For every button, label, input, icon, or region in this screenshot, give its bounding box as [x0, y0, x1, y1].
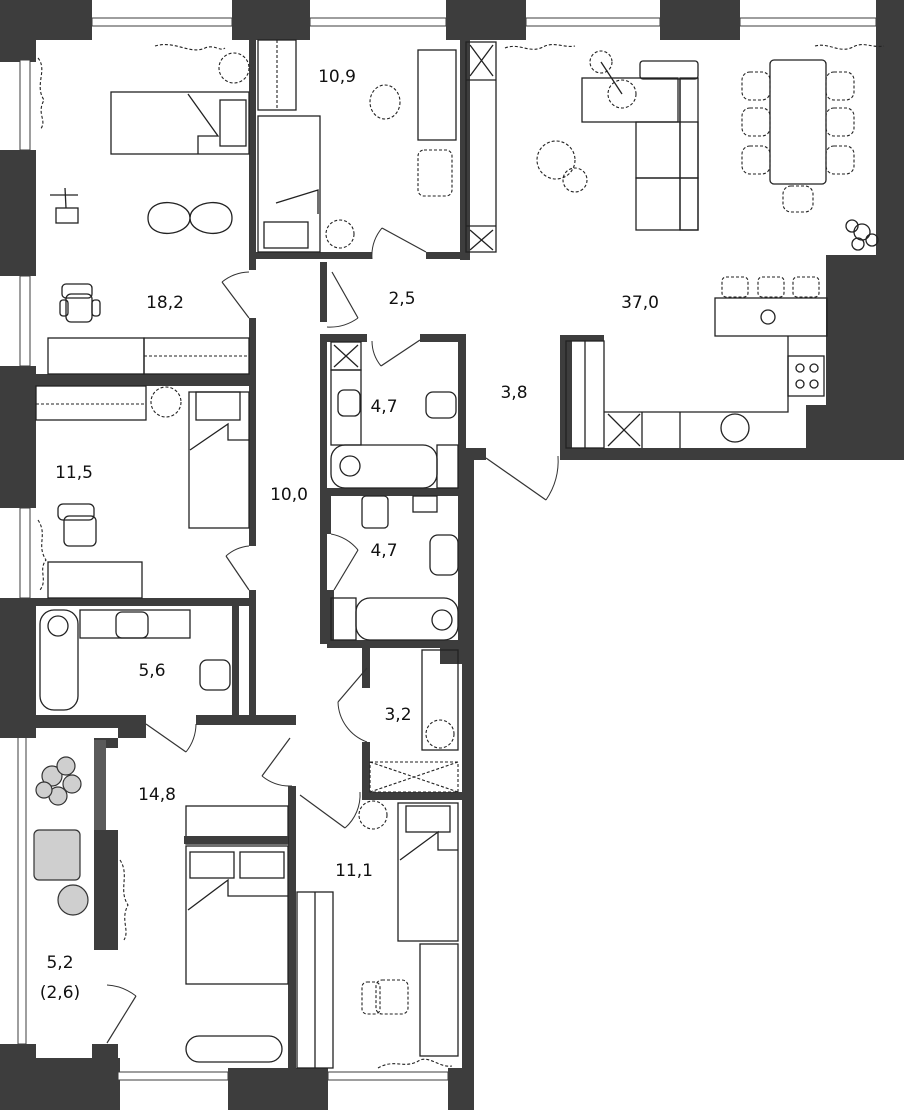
armchair-18-2: [59, 283, 101, 323]
toilet-3: [199, 659, 231, 691]
room-area-loggia: 5,2: [46, 953, 73, 973]
bathtub-1: [330, 444, 438, 489]
bed-11-1: [397, 802, 459, 942]
room-area-bedroom-nw: 18,2: [146, 293, 184, 313]
desk-10-9: [417, 49, 457, 141]
room-area-bathroom-1: 4,7: [370, 397, 397, 417]
curtain-icon: [37, 519, 47, 591]
dining-table: [741, 59, 855, 213]
curtain-icon: [154, 44, 226, 51]
curtain-icon: [814, 44, 885, 50]
curtain-icon: [377, 1058, 453, 1069]
room-area-hall-entry: 2,5: [388, 289, 415, 309]
room-area-bedroom-s: 11,1: [335, 861, 373, 881]
pouf-10-9: [369, 84, 401, 120]
kitchen-island: [714, 276, 828, 337]
chair-11-1: [361, 979, 409, 1015]
room-area-corridor-e: 3,8: [500, 383, 527, 403]
furniture: [33, 39, 885, 1069]
curtain-icon: [37, 57, 45, 131]
room-area-bathroom-2: 4,7: [370, 541, 397, 561]
desk-11-5: [47, 561, 143, 599]
kitchen-counter: [604, 336, 825, 448]
side-table-10-9: [325, 219, 355, 249]
room-area-bedroom-w: 11,5: [55, 463, 93, 483]
doors: [106, 227, 559, 1044]
room-area-bedroom-n: 10,9: [318, 67, 356, 87]
toilet-1: [425, 391, 457, 419]
curtain-icon: [504, 44, 576, 50]
bathtub-3: [39, 609, 79, 711]
side-table-loggia: [57, 884, 89, 916]
bathtub-2: [355, 597, 459, 641]
chair-10-9: [417, 149, 453, 197]
bed-10-9: [257, 115, 321, 253]
armchair-11-5: [57, 503, 97, 547]
side-table-18-2: [218, 52, 250, 84]
room-area-loggia-reduced: (2,6): [40, 983, 80, 1003]
room-area-corridor: 10,0: [270, 485, 308, 505]
bed-18-2: [110, 91, 250, 155]
plant-icon: [35, 756, 82, 806]
curtain-icon: [119, 859, 129, 941]
desk-11-1: [419, 943, 459, 1057]
room-area-laundry: 3,2: [384, 705, 411, 725]
room-area-living-kitchen: 37,0: [621, 293, 659, 313]
wardrobe-11-5: [35, 385, 147, 421]
toilet-2: [361, 495, 389, 529]
room-area-master-bedroom: 14,8: [138, 785, 176, 805]
tv-cabinet: [465, 41, 497, 253]
bench-14-8: [185, 1035, 283, 1063]
sofa: [581, 60, 699, 231]
bed-14-8: [185, 845, 289, 985]
toy-track-icon: [147, 201, 233, 235]
interior-walls: [0, 40, 826, 1068]
coffee-tables: [536, 140, 588, 193]
toy-icon: [50, 187, 79, 224]
armchair-loggia: [33, 829, 81, 881]
room-area-bathroom-3: 5,6: [138, 661, 165, 681]
desk-18-2: [47, 337, 145, 375]
plant-icon: [845, 219, 879, 251]
floor-lamp-icon: [589, 50, 637, 109]
room-labels: 18,2 10,9 2,5 37,0 3,8 4,7 11,5 10,0 4,7…: [40, 67, 659, 1003]
